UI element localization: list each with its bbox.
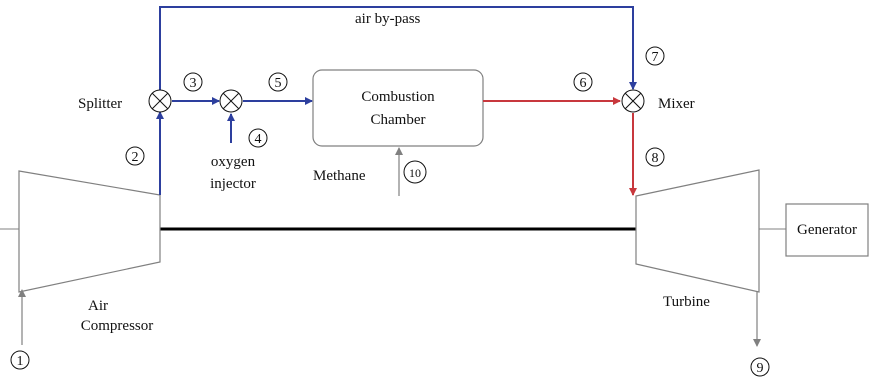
mixer-label: Mixer: [658, 96, 695, 112]
svg-text:6: 6: [580, 76, 587, 91]
generator-label: Generator: [797, 222, 857, 238]
stream-7-marker: 7: [645, 46, 665, 66]
stream-5-marker: 5: [268, 72, 288, 92]
svg-text:7: 7: [652, 50, 659, 65]
splitter-symbol: [148, 89, 172, 113]
stream-8-marker: 8: [645, 147, 665, 167]
turbine-shape: [635, 169, 760, 293]
stream-6-marker: 6: [573, 72, 593, 92]
oxygen-injector-symbol: [219, 89, 243, 113]
stream-10-marker: 10: [403, 160, 427, 184]
svg-text:9: 9: [757, 361, 764, 376]
turbine-label: Turbine: [663, 294, 710, 310]
splitter-label: Splitter: [78, 96, 122, 112]
stream-9-marker: 9: [750, 357, 770, 377]
air-compressor-shape: [18, 170, 161, 293]
oxygen-injector-label-2: injector: [210, 176, 256, 192]
generator-box: [785, 203, 869, 257]
stream-4-marker: 4: [248, 128, 268, 148]
svg-text:8: 8: [652, 151, 659, 166]
svg-text:10: 10: [409, 166, 421, 180]
svg-text:3: 3: [190, 76, 197, 91]
oxygen-injector-label-1: oxygen: [211, 154, 256, 170]
combustion-chamber-label-2: Chamber: [371, 112, 426, 128]
air-compressor-label-2: Compressor: [81, 318, 154, 334]
stream-2-marker: 2: [125, 146, 145, 166]
methane-label: Methane: [313, 168, 366, 184]
svg-text:5: 5: [275, 76, 282, 91]
svg-text:2: 2: [132, 150, 139, 165]
stream-3-marker: 3: [183, 72, 203, 92]
svg-text:4: 4: [255, 132, 262, 147]
air-compressor-label-1: Air: [88, 298, 108, 314]
combustion-chamber-label-1: Combustion: [361, 89, 435, 105]
svg-text:1: 1: [17, 354, 24, 369]
bypass-line: [159, 6, 637, 91]
mixer-symbol: [621, 89, 645, 113]
combustion-chamber-box: [312, 69, 484, 147]
stream-1-marker: 1: [10, 350, 30, 370]
bypass-label: air by-pass: [355, 11, 421, 27]
